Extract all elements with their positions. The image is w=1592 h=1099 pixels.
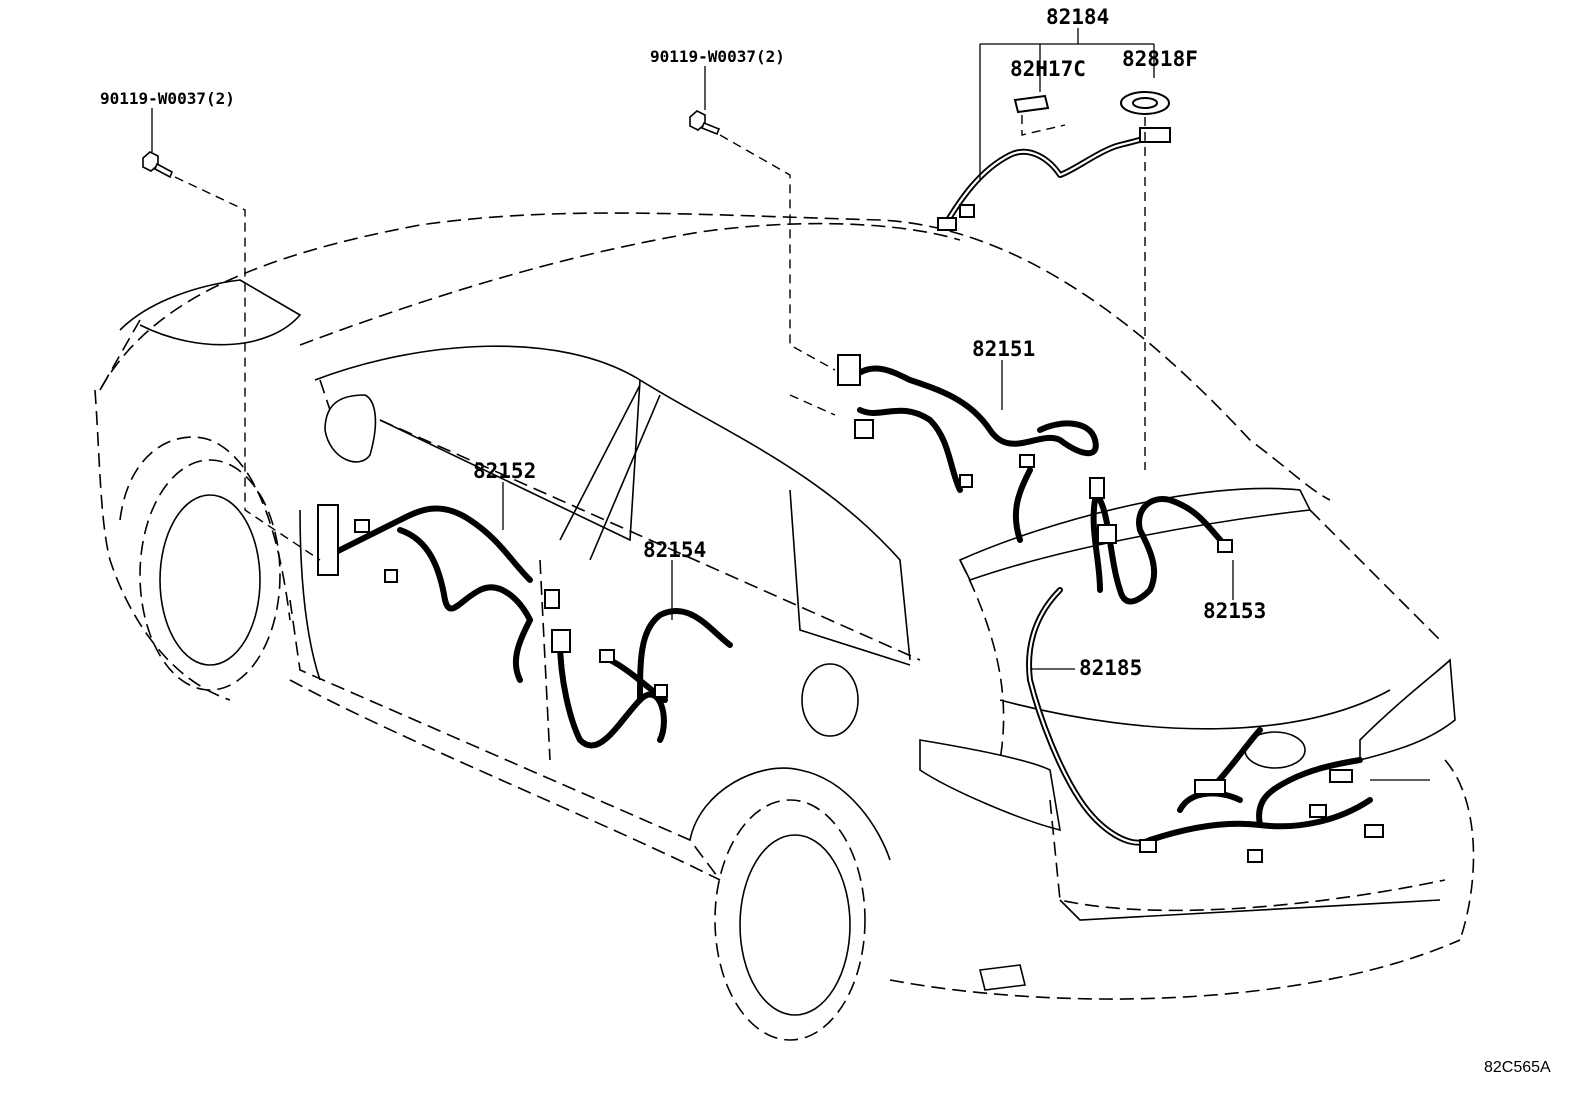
connector — [1139, 127, 1171, 143]
harness-82151[interactable] — [837, 354, 1099, 543]
label-82H17C: 82H17C — [1010, 57, 1086, 81]
connector — [599, 649, 615, 663]
harness-82152[interactable] — [317, 504, 560, 683]
connector — [384, 569, 398, 583]
connector — [1217, 539, 1233, 553]
label-82153: 82153 — [1203, 599, 1266, 623]
connector — [317, 504, 339, 576]
connector — [1139, 839, 1157, 853]
connector — [1364, 824, 1384, 838]
connector — [354, 519, 370, 533]
label-82154: 82154 — [643, 538, 706, 562]
connector — [1097, 524, 1117, 544]
label-82152: 82152 — [473, 459, 536, 483]
harness-82153[interactable] — [1089, 477, 1233, 605]
bolt-icon-left — [142, 151, 174, 179]
connector — [1019, 454, 1035, 468]
part-82H17C-clip[interactable] — [1013, 94, 1050, 114]
connector — [854, 419, 874, 439]
harness-82184[interactable] — [937, 127, 1171, 231]
connector — [1247, 849, 1263, 863]
label-bolt-left: 90119-W0037(2) — [100, 89, 235, 108]
car-body-outline — [94, 212, 1475, 1041]
connector — [1329, 769, 1353, 783]
harness-82154[interactable] — [551, 607, 733, 749]
connector — [959, 474, 973, 488]
connector — [959, 204, 975, 218]
connector — [654, 684, 668, 698]
connector — [1309, 804, 1327, 818]
connector — [1194, 779, 1226, 795]
label-82184: 82184 — [1046, 5, 1109, 29]
figure-code: 82C565A — [1484, 1059, 1551, 1076]
label-82185: 82185 — [1079, 656, 1142, 680]
leader-lines — [151, 28, 1430, 781]
label-bolt-center: 90119-W0037(2) — [650, 47, 785, 66]
label-82151: 82151 — [972, 337, 1035, 361]
bolt-icon-center — [689, 110, 721, 136]
guide-lines — [174, 115, 1146, 561]
connector — [544, 589, 560, 609]
label-82818F: 82818F — [1122, 47, 1198, 71]
connector — [1089, 477, 1105, 499]
connector — [551, 629, 571, 653]
harness-rear-bumper[interactable] — [1139, 727, 1384, 863]
part-82818F-grommet[interactable] — [1120, 91, 1170, 115]
connector — [937, 217, 957, 231]
connector — [837, 354, 861, 386]
harness-82185[interactable] — [1026, 587, 1153, 846]
